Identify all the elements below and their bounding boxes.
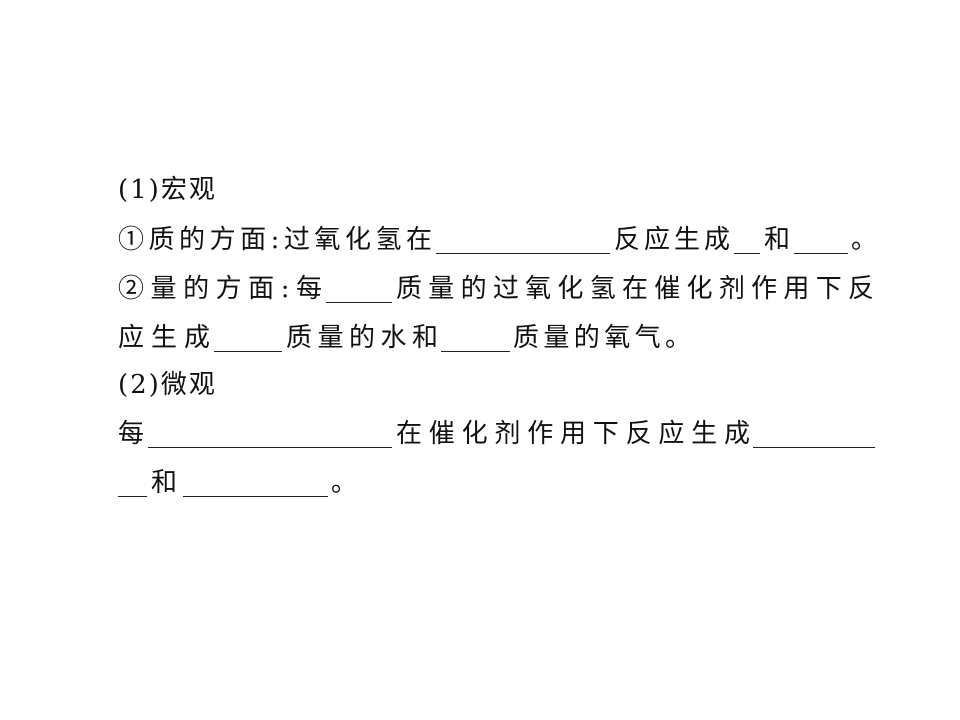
answer-blank-product-2 (794, 225, 848, 254)
micro-mid-text: 在催化剂作用下反应生成 (396, 419, 750, 449)
answer-blank-product-1 (734, 225, 760, 254)
answer-blank-molecules-oxygen (183, 468, 328, 497)
answer-blank-condition (436, 225, 610, 254)
micro-and-text: 和 (151, 468, 178, 498)
quantity-line2-start-text: 应生成 (118, 323, 210, 353)
answer-blank-molecules-water (753, 419, 875, 448)
quality-prefix-text: ①质的方面:过氧化氢在 (118, 225, 432, 255)
answer-blank-mass-oxygen (441, 323, 510, 352)
quantity-line1-text: 质量的过氧化氢在催化剂作用下反 (396, 274, 874, 304)
quality-mid-text: 反应生成 (614, 225, 730, 255)
answer-blank-mass-h2o2 (326, 274, 392, 303)
quality-end-punctuation: 。 (851, 225, 878, 255)
quantity-end-text: 质量的氧气。 (513, 323, 691, 353)
answer-blank-mass-water (214, 323, 282, 352)
answer-blank-molecules-h2o2 (148, 419, 392, 448)
micro-heading: (2)微观 (118, 370, 217, 400)
answer-blank-molecules-water-cont (118, 468, 147, 497)
quantity-mid-text: 质量的水和 (286, 323, 438, 353)
macro-heading: (1)宏观 (118, 175, 217, 205)
micro-end-punctuation: 。 (331, 468, 358, 498)
quantity-prefix-text: ②量的方面:每 (118, 274, 322, 304)
quality-and-text: 和 (764, 225, 791, 255)
micro-prefix-text: 每 (118, 419, 145, 449)
